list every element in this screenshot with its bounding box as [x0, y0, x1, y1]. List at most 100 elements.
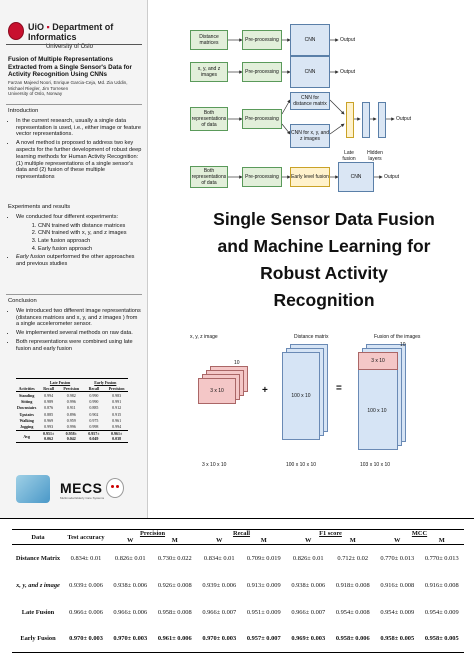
cnn-distance-box: CNN for distance matrix	[290, 92, 330, 110]
equals-sign: =	[336, 383, 342, 394]
preprocessing-box: Pre-processing	[242, 62, 282, 82]
output-label: Output	[384, 174, 400, 180]
preprocessing-box: Pre-processing	[242, 30, 282, 50]
experiments-lead: We conducted four different experiments:	[16, 214, 142, 221]
experiment-step: CNN trained with distance matrices	[38, 223, 142, 230]
robot-icon	[106, 478, 124, 498]
input-box: x, y, and z images	[190, 62, 228, 82]
group-f1: F1 score	[319, 530, 342, 537]
output-label: Output	[340, 69, 356, 75]
group-recall: Recall	[232, 530, 251, 537]
experiment-step: Late fusion approach	[38, 238, 142, 245]
divider	[6, 44, 142, 45]
table-header: Recall	[88, 385, 100, 391]
intro-section: Introduction In the current research, us…	[8, 108, 142, 183]
table-header: Precision	[108, 385, 125, 391]
fusion-xyz-part: 3 x 10	[358, 352, 398, 370]
table-header: Recall	[43, 385, 54, 391]
logo-text: UiO	[27, 22, 44, 32]
divider	[6, 294, 142, 295]
left-column: UiO ▪ Department of Informatics Universi…	[0, 0, 148, 518]
input-box: Distance matrices	[190, 30, 228, 50]
pipeline-arrows	[228, 38, 395, 179]
xyz-dim: 3 x 10	[198, 378, 236, 404]
table-header: Precision	[63, 385, 80, 391]
cnn-box: CNN	[290, 56, 330, 88]
distance-size-label: 100 x 10 x 10	[286, 462, 317, 468]
experiments-note: Early fusion outperformed the other appr…	[16, 254, 142, 268]
paper-title: Fusion of Multiple Representations Extra…	[8, 56, 132, 79]
distance-dim: 100 x 10	[282, 352, 320, 440]
late-fusion-layer	[346, 102, 354, 138]
cnn-xyz-box: CNN for x, y, and z images	[290, 124, 330, 148]
hidden-layer	[362, 102, 370, 138]
input-box: Both representations of data	[190, 166, 228, 188]
mecs-subtitle: Multimodal Elderly Care Systems	[60, 496, 105, 500]
preprocessing-box: Pre-processing	[242, 109, 282, 129]
mecs-logo: MECS	[60, 480, 103, 496]
conclusion-heading: Conclusion	[8, 298, 37, 304]
input-box: Both representations of data	[190, 107, 228, 131]
hidden-layers-label: Hidden layers	[367, 150, 383, 162]
fusion-figure: x, y, z image Distance matrix Fusion of …	[176, 328, 468, 476]
uio-logo: UiO ▪ Department of Informatics Universi…	[8, 22, 147, 52]
main-title: Single Sensor Data Fusion and Machine Le…	[213, 209, 435, 310]
results-section: Data Test accuracy Precision Recall F1 s…	[0, 518, 474, 672]
xyz-size-label: 3 x 10 x 10	[202, 462, 227, 468]
table-group: Late Fusion	[49, 379, 71, 385]
conclusion-section: Conclusion We introduced two different i…	[8, 298, 142, 355]
conclusion-item: We implemented several methods on raw da…	[16, 330, 142, 337]
experiment-step: Early fusion approach	[38, 246, 142, 253]
hidden-layer	[378, 102, 386, 138]
output-label: Output	[340, 37, 356, 43]
divider	[6, 104, 142, 105]
output-label: Output	[396, 116, 412, 122]
group-mcc: MCC	[411, 530, 428, 537]
fusion-ten-label: 10	[400, 342, 406, 348]
department-name: Department of Informatics	[27, 22, 114, 42]
group-precision: Precision	[139, 530, 166, 537]
affiliation: University of Oslo, Norway	[8, 91, 63, 97]
fusion-size-label: 103 x 10 x 10	[360, 462, 391, 468]
table-header: Activities	[18, 385, 35, 391]
col-accuracy: Test accuracy	[67, 533, 105, 541]
authors: Farzan Majeed Noori, Enrique Garcia-Ceja…	[8, 80, 128, 91]
fusion-distance-part: 100 x 10	[367, 408, 387, 414]
cnn-box: CNN	[338, 162, 374, 192]
experiment-step: CNN trained with x, y, and z images	[38, 230, 142, 237]
conclusion-item: We introduced two different image repres…	[16, 308, 142, 328]
preprocessing-box: Pre-processing	[242, 167, 282, 187]
intro-heading: Introduction	[8, 108, 39, 114]
fig-label-xyz: x, y, z image	[190, 334, 218, 340]
col-data: Data	[31, 533, 45, 541]
fig-label-fusion: Fusion of the images	[374, 334, 421, 340]
university-name: University of Oslo	[45, 44, 93, 50]
plus-sign: +	[262, 385, 268, 396]
xyz-ten-label: 10	[234, 360, 240, 366]
late-fusion-label: Late fusion	[342, 150, 356, 162]
phone-hand-image	[16, 475, 50, 503]
early-fusion-box: Early level fusion	[290, 167, 330, 187]
pipeline-diagram: Distance matrices Pre-processing CNN Out…	[190, 22, 470, 197]
uio-seal-icon	[8, 22, 24, 40]
poster: UiO ▪ Department of Informatics Universi…	[0, 0, 474, 518]
cnn-box: CNN	[290, 24, 330, 56]
results-table: Data Test accuracy Precision Recall F1 s…	[12, 529, 464, 653]
table-group: Early Fusion	[94, 379, 117, 385]
intro-item: In the current research, usually a singl…	[16, 118, 142, 138]
activity-results-table: Late Fusion Early Fusion Activities Reca…	[16, 378, 128, 443]
experiments-section: Experiments and results We conducted fou…	[8, 204, 142, 269]
intro-item: A novel method is proposed to address tw…	[16, 140, 142, 181]
experiments-heading: Experiments and results	[8, 204, 71, 210]
